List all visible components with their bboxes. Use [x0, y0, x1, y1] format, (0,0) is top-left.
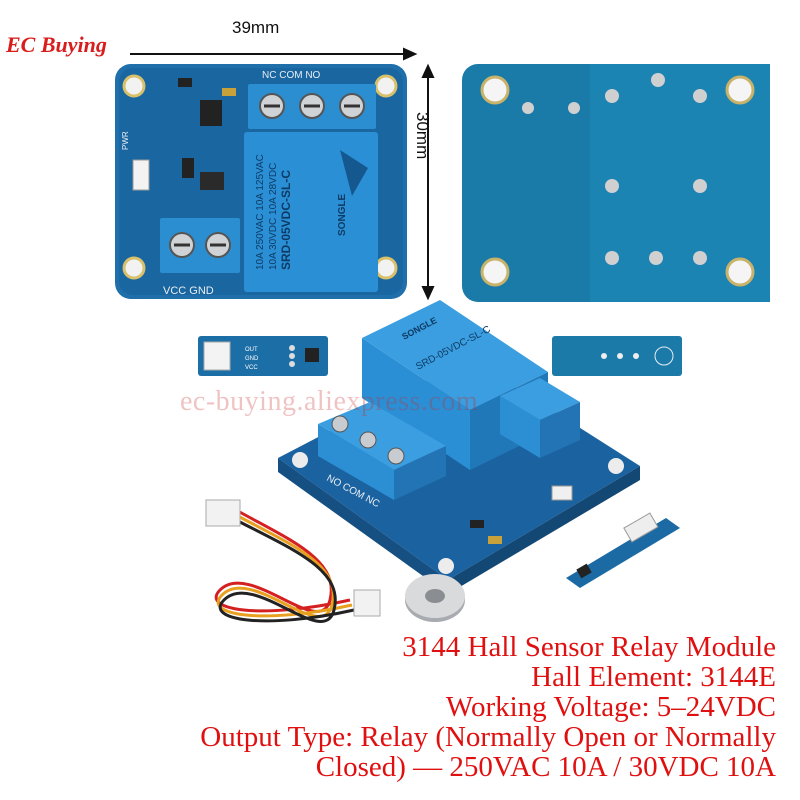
relay-label-2: 10A 30VDC 10A 28VDC — [268, 163, 279, 270]
relay-brand: SONGLE — [337, 193, 348, 236]
caption-line-4: Output Type: Relay (Normally Open or Nor… — [200, 721, 776, 753]
height-dimension-label: 30mm — [413, 112, 432, 160]
brand-logo: EC Buying — [6, 32, 107, 57]
relay-label-1: 10A 250VAC 10A 125VAC — [255, 154, 266, 270]
relay-label-3: SRD-05VDC-SL-C — [279, 170, 293, 270]
width-dimension-arrow — [130, 47, 418, 61]
caption-line-3: Working Voltage: 5–24VDC — [445, 691, 776, 723]
sensor-pin-gnd: GND — [245, 356, 259, 362]
relay-module-3d: NO COM NC SONGLE SRD-05VDC-SL-C — [278, 300, 640, 594]
top-terminal-labels: NC COM NO — [262, 70, 321, 81]
sensor-pin-vcc: VCC — [245, 365, 258, 371]
relay-board-front: NC COM NO 10A 250VAC 10A 125VAC 10A 30VD… — [115, 64, 407, 299]
pwr-label: PWR — [121, 131, 130, 150]
caption-line-1: 3144 Hall Sensor Relay Module — [402, 631, 776, 663]
height-dimension-arrow — [421, 63, 435, 301]
ring-magnet — [405, 574, 465, 622]
songle-logo-icon — [340, 150, 368, 196]
jumper-cable — [205, 499, 381, 623]
hall-sensor-3d — [566, 512, 680, 588]
bottom-terminal-labels: VCC GND — [163, 285, 214, 297]
caption-line-2: Hall Element: 3144E — [531, 661, 776, 693]
sensor-pin-out: OUT — [245, 347, 258, 353]
width-dimension-label: 39mm — [232, 18, 280, 37]
relay-board-back — [462, 64, 770, 302]
hall-sensor-board-front: OUT GND VCC — [198, 336, 328, 376]
hall-sensor-board-back — [552, 336, 682, 376]
watermark-text: ec-buying.aliexpress.com — [180, 386, 479, 417]
caption-line-5: Closed) — 250VAC 10A / 30VDC 10A — [315, 751, 776, 783]
